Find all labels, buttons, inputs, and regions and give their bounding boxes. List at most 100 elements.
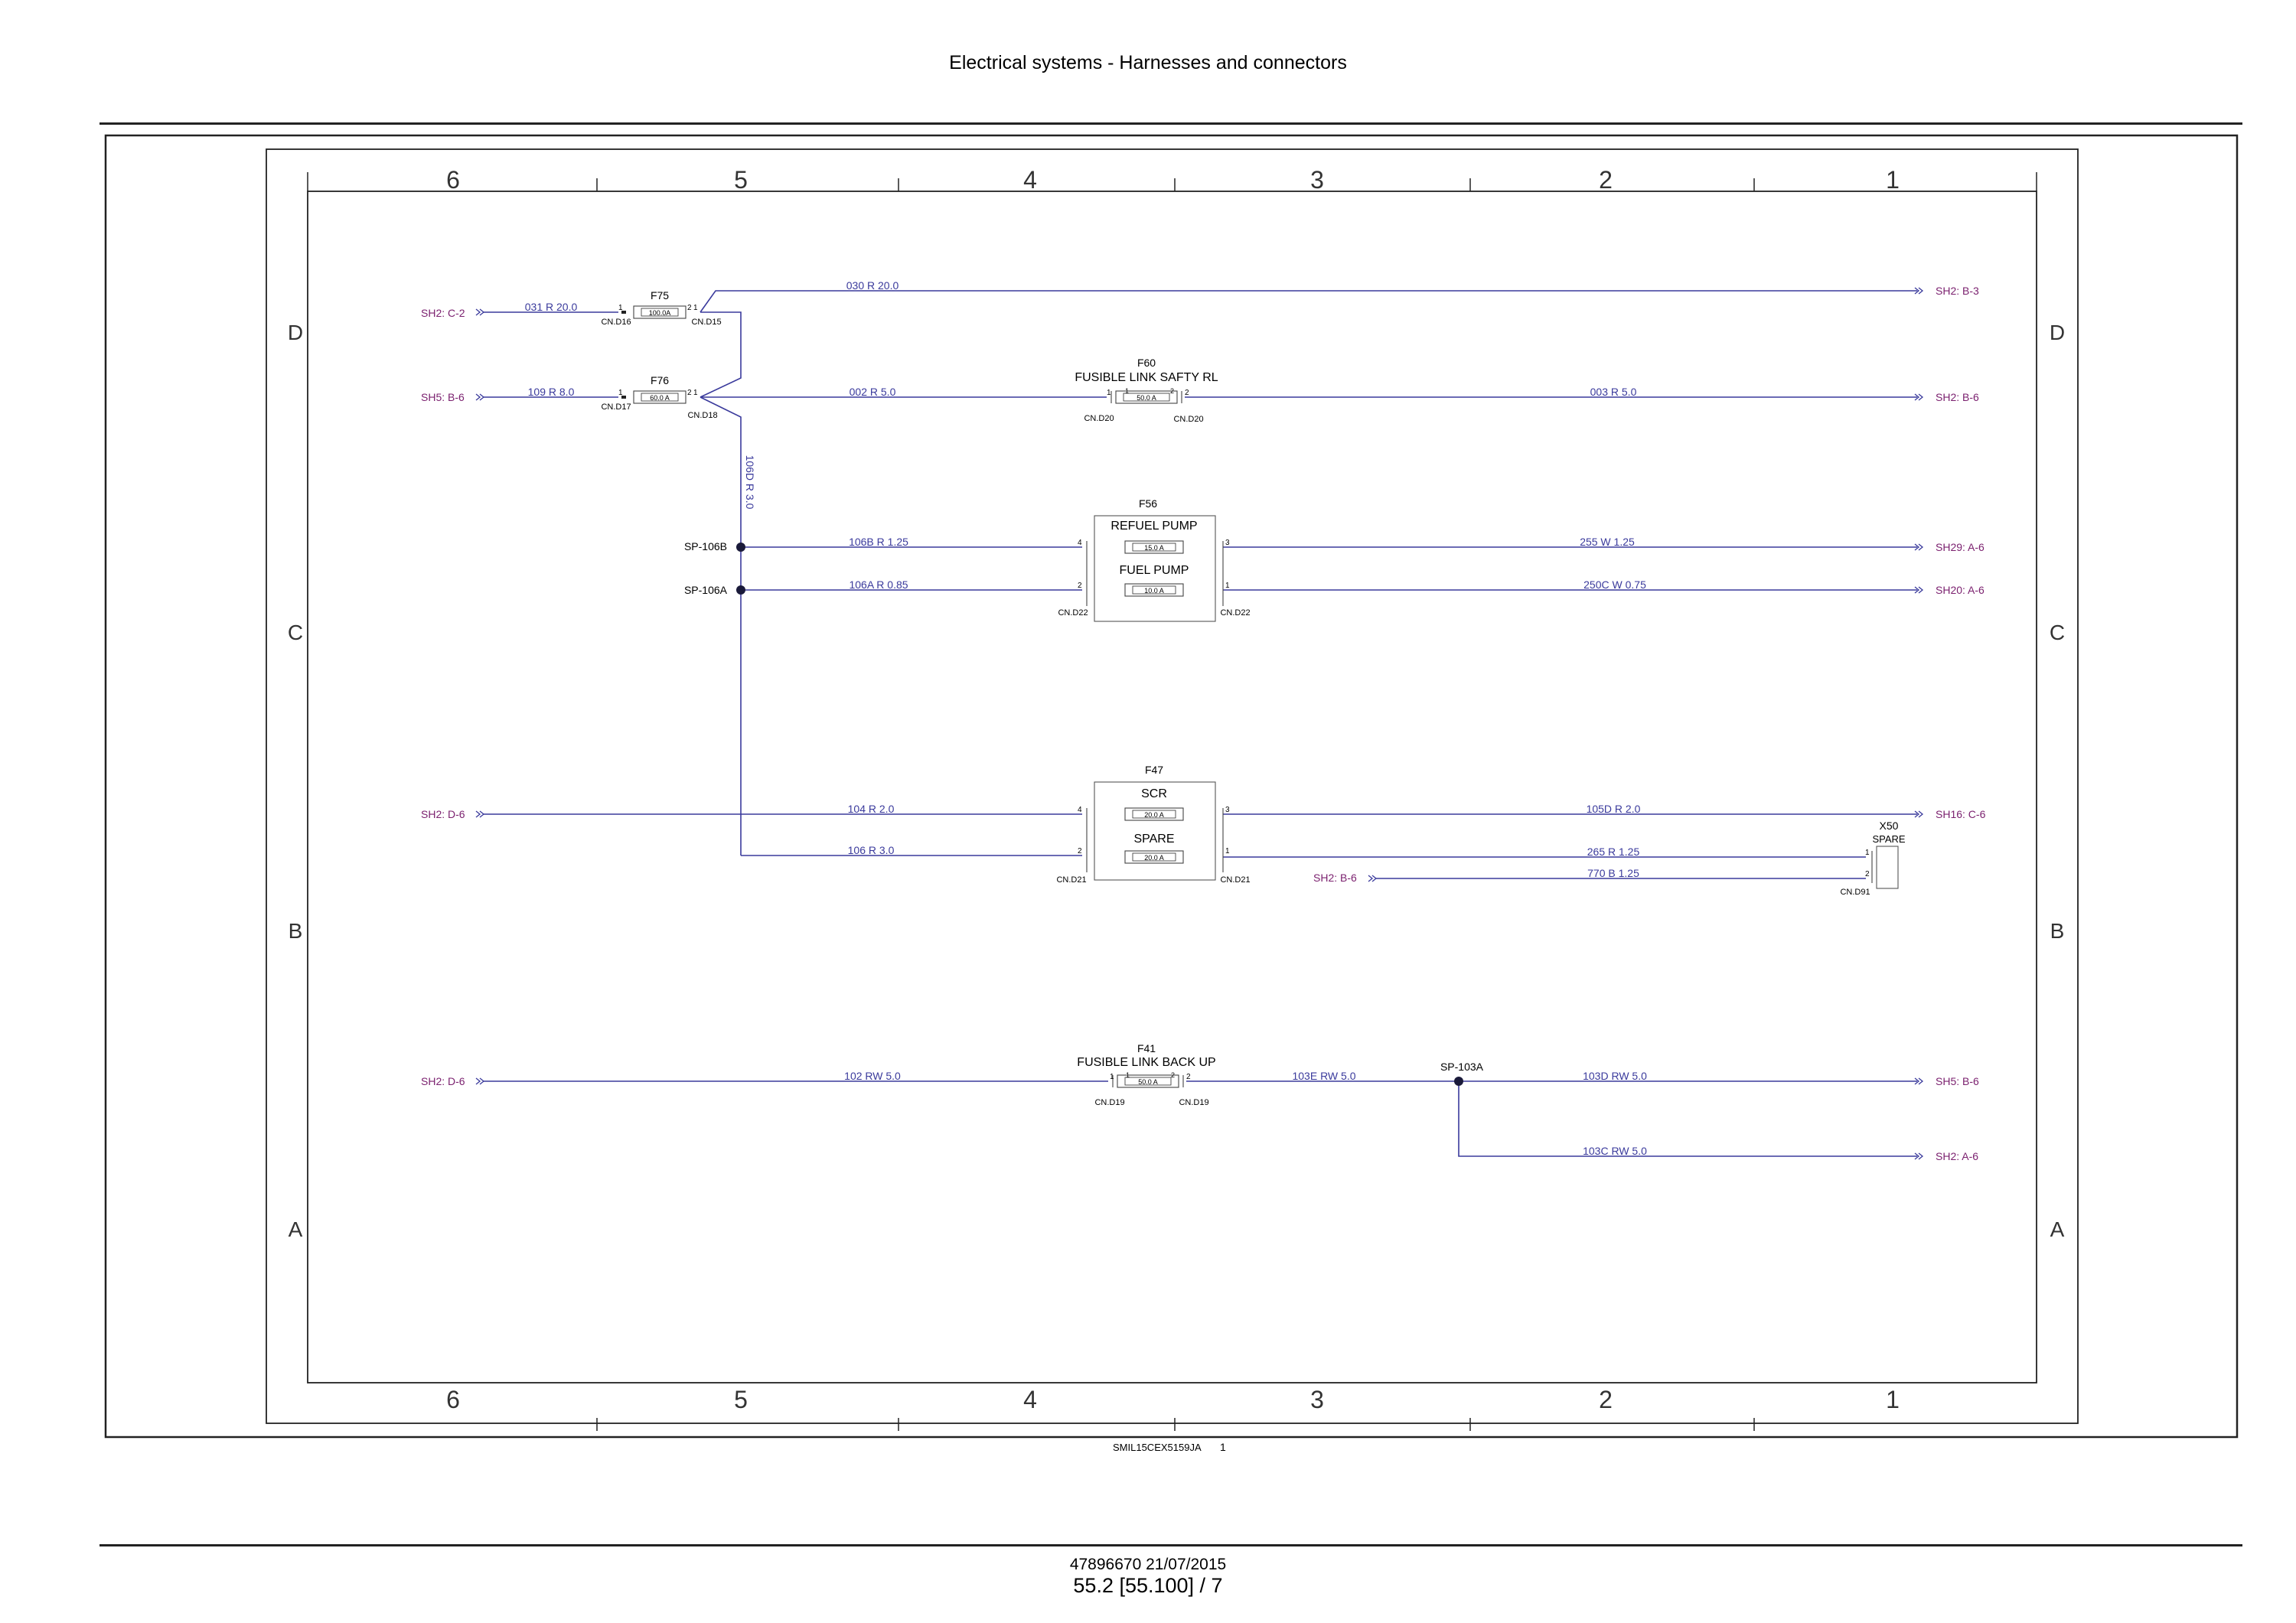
pin-number: 2 (1078, 582, 1082, 590)
fuse-element-icon (1132, 585, 1176, 595)
pin-number: 1 (1125, 387, 1129, 395)
grid-row-label-right: B (2050, 919, 2065, 943)
grid-row-label-left: B (289, 919, 303, 943)
wire-label: 103E RW 5.0 (1292, 1070, 1355, 1082)
connector-label: CN.D22 (1220, 608, 1250, 618)
offsheet-arrow-icon (1914, 810, 1924, 818)
fuse-body (1124, 807, 1184, 821)
grid-row-label-left: D (288, 321, 303, 344)
connector-id: X50 (1880, 820, 1899, 832)
sheet-frame (266, 148, 2079, 1424)
figure-code: SMIL15CEX5159JA (1113, 1442, 1202, 1453)
grid-row-label-right: C (2050, 621, 2065, 644)
offsheet-ref: SH2: B-3 (1936, 285, 1979, 297)
splice-sp103a (1454, 1077, 1463, 1086)
offsheet-ref: SH2: D-6 (421, 808, 465, 820)
wire-030 (700, 290, 1917, 313)
wire-106d (700, 396, 742, 549)
connector-bracket-icon (1086, 808, 1224, 872)
wire-label: 770 B 1.25 (1587, 867, 1639, 879)
fuse-rating: 50.0 A (1138, 1078, 1158, 1086)
drawing-area (307, 191, 2037, 1383)
connector-label: CN.D91 (1840, 888, 1870, 897)
fuse-name: SPARE (1133, 833, 1174, 846)
offsheet-ref: SH2: C-2 (421, 307, 465, 319)
fuse-id: F75 (651, 289, 669, 301)
fuse-rating: 20.0 A (1144, 811, 1164, 819)
grid-row-label-right: D (2050, 321, 2065, 344)
connector-bracket-icon (1112, 1075, 1184, 1087)
fuse-element-icon (641, 393, 679, 402)
outer-border (104, 134, 2239, 1439)
fuse-id: F56 (1139, 497, 1157, 510)
fuse-id: F41 (1137, 1042, 1156, 1054)
fuse-id: F76 (651, 374, 669, 386)
wire-f75-f76-link (700, 311, 742, 398)
grid-column-label-top: 6 (446, 166, 460, 194)
fuse-box-f47 (1094, 781, 1216, 881)
offsheet-ref: SH16: C-6 (1936, 808, 1986, 820)
offsheet-ref: SH5: B-6 (421, 391, 465, 403)
wire-label: 109 R 8.0 (528, 386, 575, 398)
pin-number: 3 (1225, 806, 1230, 814)
grid-column-label-top: 3 (1310, 166, 1324, 194)
fuse-name: SCR (1141, 787, 1167, 800)
offsheet-arrow-icon (475, 810, 485, 818)
connector-label: CN.D21 (1056, 875, 1086, 885)
fuse-body (1124, 583, 1184, 597)
wire-103c (1458, 1081, 1917, 1157)
grid-column-label-top: 5 (734, 166, 748, 194)
offsheet-ref: SH29: A-6 (1936, 541, 1985, 553)
pin-number: 1 (1107, 389, 1111, 397)
wire-label: 105D R 2.0 (1587, 803, 1641, 815)
wire-label: 104 R 2.0 (848, 803, 895, 815)
wire-label: 030 R 20.0 (846, 279, 899, 292)
wire-label: 265 R 1.25 (1587, 846, 1640, 858)
offsheet-ref: SH2: B-6 (1313, 872, 1357, 884)
wire-label: 103D RW 5.0 (1583, 1070, 1647, 1082)
fuse-name: FUSIBLE LINK SAFTY RL (1075, 371, 1218, 384)
offsheet-arrow-icon (475, 1077, 485, 1085)
pin-number: 1 (693, 304, 698, 312)
pin-number: 1 (1225, 582, 1230, 590)
grid-column-label-bottom: 3 (1310, 1386, 1324, 1413)
pin-number: 2 (1170, 387, 1174, 395)
pin-number: 2 (1185, 389, 1189, 397)
fuse-body (1124, 540, 1184, 554)
connector-label: CN.D15 (691, 318, 721, 327)
connector-label: CN.D21 (1220, 875, 1250, 885)
wire-label: 106A R 0.85 (849, 578, 908, 591)
connector-label: CN.D19 (1094, 1098, 1124, 1107)
fuse-element-icon (1124, 1077, 1172, 1086)
pin-number: 1 (1225, 847, 1230, 855)
grid-column-label-bottom: 6 (446, 1386, 460, 1413)
connector-label: CN.D16 (601, 318, 631, 327)
wire-label: 102 RW 5.0 (844, 1070, 901, 1082)
offsheet-arrow-icon (1914, 586, 1924, 594)
grid-column-label-bottom: 5 (734, 1386, 748, 1413)
footer-rule (99, 1544, 2242, 1546)
grid-column-label-top: 4 (1023, 166, 1037, 194)
splice-label: SP-106B (684, 540, 727, 552)
header-rule (99, 122, 2242, 125)
fuse-body (1117, 1074, 1179, 1088)
fuse-id: F60 (1137, 357, 1156, 369)
fuse-element-icon (1132, 852, 1176, 862)
fuse-rating: 10.0 A (1144, 587, 1164, 595)
grid-column-label-top: 2 (1599, 166, 1613, 194)
wire-label: 250C W 0.75 (1583, 578, 1646, 591)
connector-name: SPARE (1872, 833, 1905, 845)
pin-number: 2 (1186, 1073, 1191, 1081)
fuse-rating: 100.0A (649, 309, 671, 317)
pin-number: 1 (1126, 1071, 1130, 1079)
grid-row-label-left: C (288, 621, 303, 644)
connector-label: CN.D19 (1179, 1098, 1208, 1107)
document-reference: 47896670 21/07/2015 (1069, 1556, 1227, 1573)
grid-column-label-bottom: 1 (1886, 1386, 1900, 1413)
fuse-element-icon (641, 308, 679, 317)
connector-bracket-icon (1110, 391, 1182, 403)
offsheet-ref: SH2: D-6 (421, 1075, 465, 1087)
offsheet-ref: SH5: B-6 (1936, 1075, 1979, 1087)
wire-label: 106D R 3.0 (744, 455, 756, 510)
